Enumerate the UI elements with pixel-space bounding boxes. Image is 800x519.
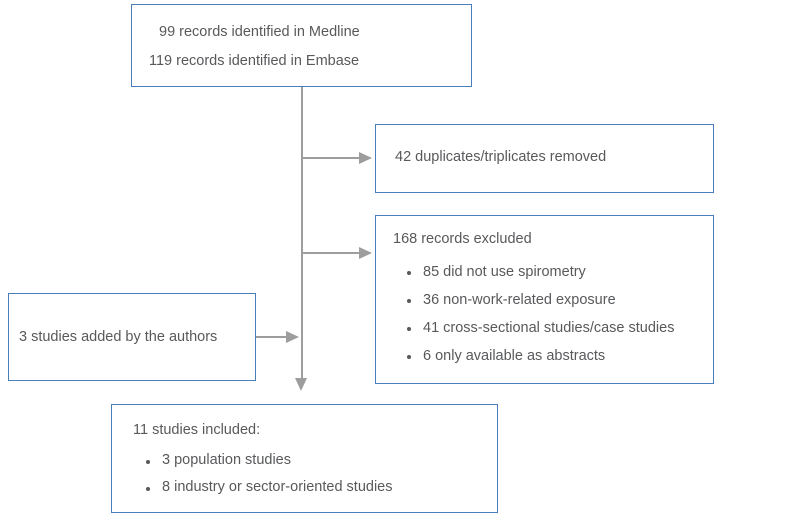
records-identified-embase-text: 119 records identified in Embase: [149, 53, 360, 69]
box-records-excluded: 168 records excluded 85 did not use spir…: [375, 215, 714, 384]
duplicates-removed-text: 42 duplicates/triplicates removed: [395, 149, 607, 165]
studies-included-list: 3 population studies 8 industry or secto…: [144, 447, 393, 501]
list-item: 85 did not use spirometry: [405, 258, 674, 286]
arrow-right-from-added-studies-icon: [286, 331, 299, 343]
arrow-down-to-included-icon: [295, 378, 307, 391]
box-duplicates-removed: 42 duplicates/triplicates removed: [375, 124, 714, 193]
list-item: 3 population studies: [144, 447, 393, 474]
duplicates-branch-line: [301, 157, 359, 159]
arrow-right-to-excluded-icon: [359, 247, 372, 259]
list-item: 6 only available as abstracts: [405, 342, 674, 370]
added-studies-line: [256, 336, 286, 338]
arrow-right-to-duplicates-icon: [359, 152, 372, 164]
studies-added-text: 3 studies added by the authors: [19, 329, 218, 345]
list-item: 8 industry or sector-oriented studies: [144, 474, 393, 501]
list-item: 41 cross-sectional studies/case studies: [405, 314, 674, 342]
box-studies-added-by-authors: 3 studies added by the authors: [8, 293, 256, 381]
box-studies-included: 11 studies included: 3 population studie…: [111, 404, 498, 513]
records-excluded-reason-list: 85 did not use spirometry 36 non-work-re…: [405, 258, 674, 370]
studies-included-heading: 11 studies included:: [133, 422, 261, 438]
list-item: 36 non-work-related exposure: [405, 286, 674, 314]
main-vertical-connector: [301, 87, 303, 378]
records-excluded-heading: 168 records excluded: [393, 231, 532, 247]
box-records-identified: 99 records identified in Medline 119 rec…: [131, 4, 472, 87]
excluded-branch-line: [301, 252, 359, 254]
records-identified-medline-text: 99 records identified in Medline: [159, 24, 360, 40]
